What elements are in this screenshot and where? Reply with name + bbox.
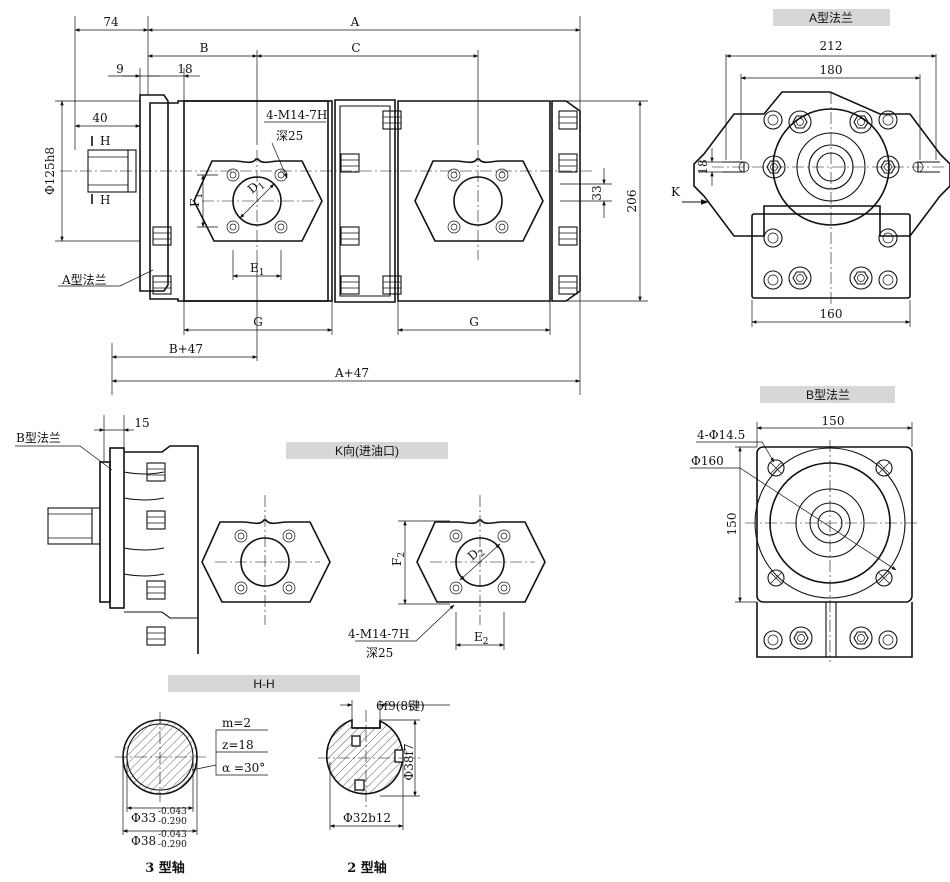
dim-180: 180 [820, 63, 843, 77]
dim-phi38-lower: -0.290 [158, 840, 187, 850]
dim-160: 160 [820, 307, 843, 321]
k-port-depth-label: 深25 [366, 646, 393, 660]
dim-F2: F2 [390, 552, 407, 566]
dim-B: B [200, 41, 209, 55]
dim-E1: E1 [250, 261, 265, 278]
k-port-thread-label: 4-M14-7H [348, 627, 409, 641]
dim-b-width-150: 150 [822, 414, 845, 428]
b-flange-callout: B型法兰 [16, 431, 61, 445]
middle-section [334, 99, 396, 303]
a-flange-title: A型法兰 [809, 11, 853, 25]
dim-A-plus-47: A+47 [334, 366, 369, 380]
port-depth-label: 深25 [276, 129, 303, 143]
pressure-angle: α =30° [222, 761, 265, 775]
dim-phi38-upper: -0.043 [158, 830, 187, 840]
b-flange-title-bar [760, 386, 895, 403]
shaft-type-2-section: 6f9(8键) Φ38f7 Φ32b12 2 型轴 [318, 699, 450, 876]
dim-15: 15 [134, 416, 149, 430]
shaft-type-3-label: 3 型轴 [145, 860, 185, 876]
dim-74: 74 [103, 15, 119, 29]
dim-phi125h8: Φ125h8 [43, 147, 57, 195]
mounting-flange [139, 94, 169, 292]
dim-18: 18 [177, 62, 192, 76]
dim-E2: E2 [474, 630, 489, 647]
front-view: 74 A B C 9 18 40 H H Φ125h8 4-M14-7H 深25… [43, 15, 648, 395]
dim-B-plus-47: B+47 [169, 342, 203, 356]
dim-phi33-upper: -0.043 [158, 807, 187, 817]
k-view-arrow-label: K [671, 185, 681, 199]
dim-206: 206 [625, 190, 639, 213]
rear-pump-body [397, 100, 551, 302]
section-mark-h-top: H [100, 134, 110, 148]
key-spec: 6f9(8键) [376, 699, 425, 713]
hh-title: H-H [253, 677, 274, 691]
k-view-title: K向(进油口) [335, 443, 399, 458]
dim-18-slot: 18 [696, 159, 710, 174]
a-flange-view: A型法兰 [671, 9, 950, 327]
teeth-z: z=18 [222, 738, 254, 752]
shaft-type-2-label: 2 型轴 [347, 860, 387, 876]
dim-phi33: Φ33 [131, 811, 156, 825]
b-side-body [124, 445, 199, 654]
dim-G-rear: G [469, 315, 479, 329]
a-flange-title-bar [773, 9, 890, 26]
a-flange-callout: A型法兰 [61, 273, 107, 287]
k-view-title-bar [286, 442, 448, 459]
dim-A: A [350, 15, 360, 29]
dim-G-front: G [253, 315, 263, 329]
dim-phi33-lower: -0.290 [158, 817, 187, 827]
b-flange-title: B型法兰 [806, 388, 850, 402]
dim-212: 212 [820, 39, 843, 53]
port-thread-label: 4-M14-7H [266, 108, 327, 122]
module-m: m=2 [222, 716, 251, 730]
hh-title-bar [168, 675, 360, 692]
dim-phi32b12: Φ32b12 [343, 811, 391, 825]
dim-C: C [351, 41, 360, 55]
dim-F1: F1 [188, 193, 205, 207]
section-mark-h-bottom: H [100, 193, 110, 207]
k-inlet-port-1 [201, 519, 331, 603]
b-flange-pcd: Φ160 [691, 454, 724, 468]
dim-phi38f7: Φ38f7 [402, 743, 416, 780]
b-flange-view: B型法兰 150 150 4-Φ14.5 Φ16 [690, 386, 920, 662]
dim-9: 9 [116, 62, 124, 76]
dim-phi38: Φ38 [131, 834, 156, 848]
keyed-shaft-section [325, 718, 404, 795]
dim-33: 33 [590, 185, 604, 200]
h-h-section: H-H m=2 z=18 α =30° Φ33 -0.043 -0.290 Φ3… [115, 675, 360, 876]
dim-b-height-150: 150 [725, 513, 739, 536]
b-side-view: 15 B型法兰 [15, 415, 199, 654]
b-flange-square [756, 446, 913, 603]
dim-40: 40 [92, 111, 107, 125]
b-flange-hole-spec: 4-Φ14.5 [697, 428, 745, 442]
k-view: K向(进油口) F2 D2 E2 4-M14-7H 深25 [201, 442, 546, 660]
